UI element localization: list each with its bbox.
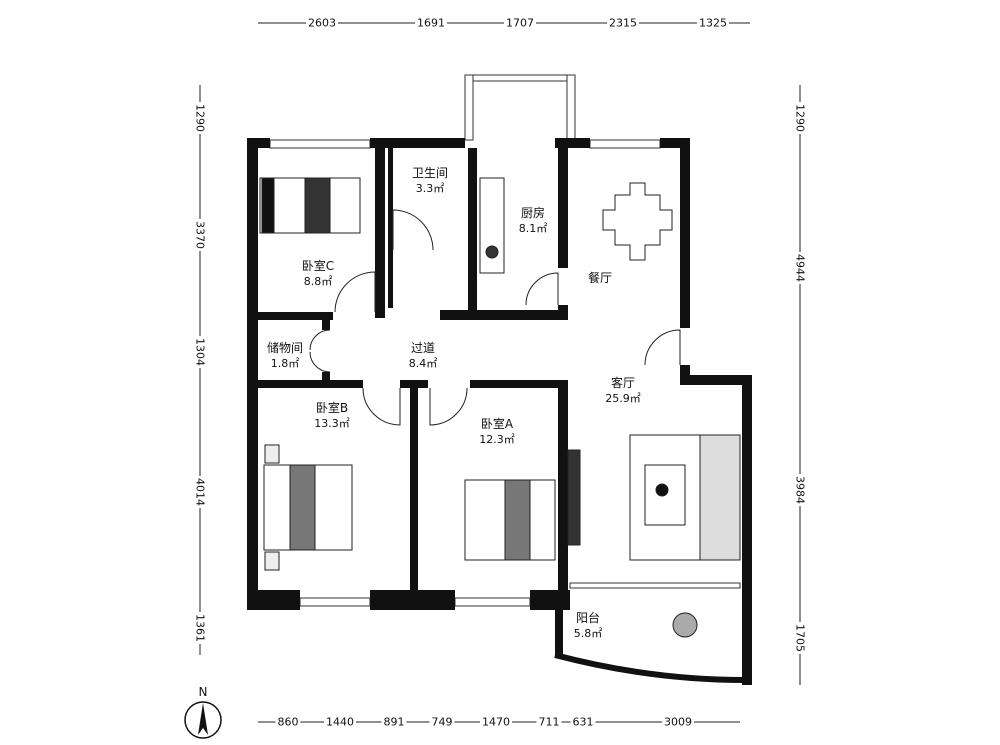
dimension-right: 3984: [793, 474, 807, 506]
dimension-left: 3370: [193, 219, 207, 251]
room-balcony: 阳台 5.8㎡: [574, 610, 603, 642]
dimension-lines: [199, 22, 801, 723]
north-compass-icon: [184, 701, 222, 739]
dimension-top: 2603: [306, 16, 338, 30]
room-name: 储物间: [266, 341, 304, 355]
furniture: [259, 177, 741, 638]
room-kitchen: 厨房 8.1㎡: [519, 205, 548, 237]
room-name: 卧室B: [315, 401, 349, 415]
dimension-bottom: 891: [381, 715, 407, 729]
compass-label: N: [198, 685, 208, 699]
room-area: 5.8㎡: [573, 627, 603, 640]
room-bedroom-b: 卧室B 13.3㎡: [314, 400, 350, 432]
room-bathroom: 卫生间 3.3㎡: [412, 165, 448, 197]
room-name: 卧室A: [480, 417, 514, 431]
room-area: 1.8㎡: [270, 357, 300, 370]
doors: [309, 209, 681, 426]
room-living: 客厅 25.9㎡: [605, 375, 641, 407]
dimension-bottom: 860: [275, 715, 301, 729]
room-dining: 餐厅: [588, 270, 612, 286]
dimension-top: 1691: [415, 16, 447, 30]
room-area: 13.3㎡: [314, 417, 350, 430]
windows: [269, 74, 746, 683]
room-corridor: 过道 8.4㎡: [409, 340, 438, 372]
dimension-right: 1290: [793, 102, 807, 134]
dimension-top: 2315: [607, 16, 639, 30]
room-name: 卧室C: [301, 259, 335, 273]
dimension-top: 1325: [697, 16, 729, 30]
dimension-bottom: 749: [429, 715, 455, 729]
room-storage: 储物间 1.8㎡: [267, 340, 303, 372]
walls: [247, 138, 752, 685]
dimension-left: 4014: [193, 476, 207, 508]
room-area: 8.4㎡: [408, 357, 438, 370]
room-name: 阳台: [575, 611, 600, 625]
room-area: 8.8㎡: [303, 275, 333, 288]
room-name: 厨房: [520, 206, 545, 220]
dimension-bottom: 3009: [662, 715, 694, 729]
dimension-top: 1707: [504, 16, 536, 30]
dimension-left: 1304: [193, 336, 207, 368]
room-bedroom-a: 卧室A 12.3㎡: [479, 416, 515, 448]
room-area: 12.3㎡: [479, 433, 515, 446]
dimension-bottom: 631: [570, 715, 596, 729]
dimension-right: 1705: [793, 622, 807, 654]
dimension-bottom: 1440: [324, 715, 356, 729]
dimension-right: 4944: [793, 252, 807, 284]
room-area: 8.1㎡: [518, 222, 548, 235]
room-area: 3.3㎡: [415, 182, 445, 195]
dimension-left: 1290: [193, 102, 207, 134]
dimension-bottom: 1470: [480, 715, 512, 729]
room-name: 餐厅: [587, 271, 613, 285]
dimension-left: 1361: [193, 612, 207, 644]
room-name: 过道: [410, 341, 435, 355]
dimension-bottom: 711: [536, 715, 562, 729]
room-bedroom-c: 卧室C 8.8㎡: [302, 258, 334, 290]
room-name: 客厅: [610, 376, 635, 390]
room-name: 卫生间: [411, 166, 449, 180]
room-area: 25.9㎡: [605, 392, 641, 405]
